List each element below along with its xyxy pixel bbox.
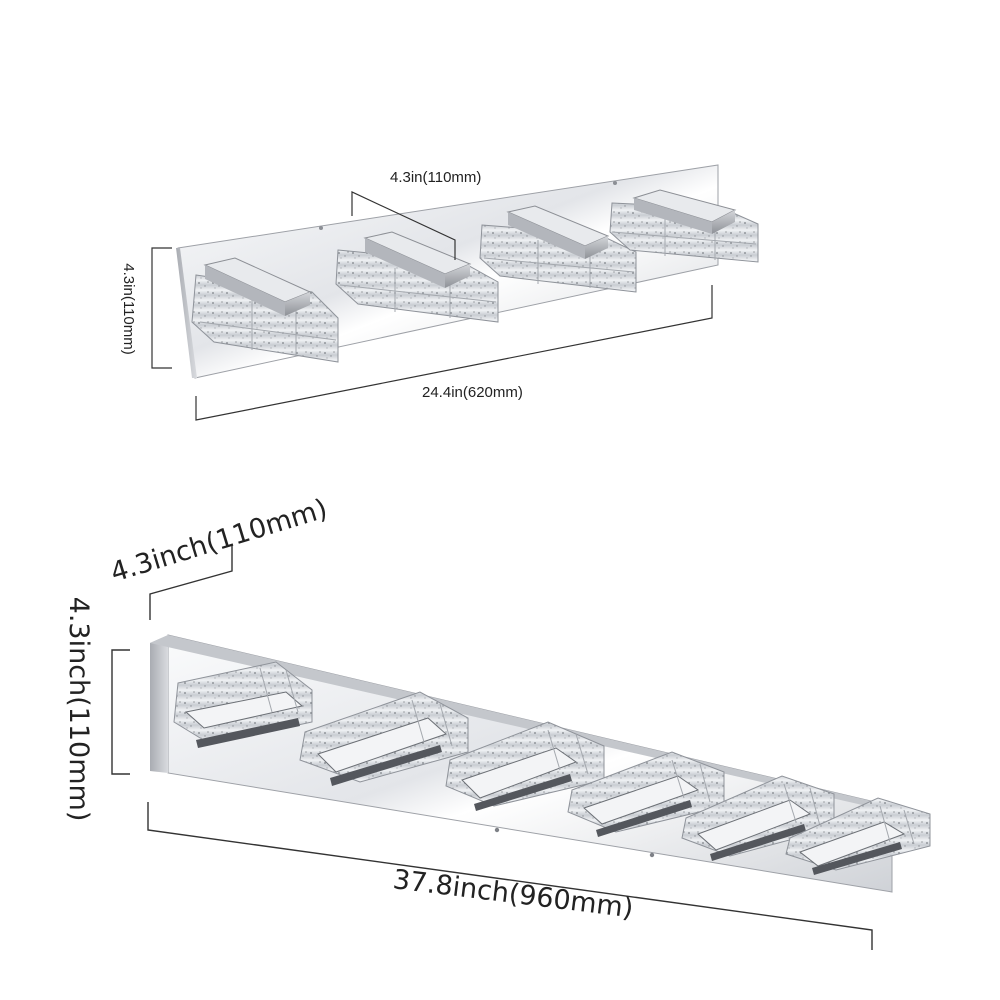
bottom-light-1 — [173, 661, 313, 748]
bottom-dimension-lines — [111, 545, 873, 950]
top-light-3 — [479, 205, 637, 293]
top-height-label: 4.3in(110mm) — [120, 263, 137, 354]
top-backplate-edge — [176, 248, 197, 378]
bottom-width-label: 37.8inch(960mm) — [391, 864, 635, 924]
bottom-light-6 — [785, 797, 931, 875]
top-screw-icon — [613, 181, 617, 185]
bottom-light-3 — [445, 721, 605, 811]
bottom-fixture: 4.3inch(110mm) 4.3inch(110mm) 37.8inch(9… — [63, 493, 931, 950]
top-dimension-lines — [151, 191, 713, 421]
top-light-1 — [191, 257, 339, 363]
bottom-light-4 — [567, 751, 725, 837]
bottom-screw-icon — [649, 852, 655, 858]
bottom-light-2 — [299, 691, 469, 786]
top-screw-icon — [319, 226, 323, 230]
top-light-4 — [609, 189, 759, 263]
top-light-2 — [335, 231, 499, 323]
top-fixture: 4.3in(110mm) 4.3in(110mm) 24.4in(620mm) — [120, 164, 759, 421]
top-depth-label: 4.3in(110mm) — [390, 169, 481, 186]
bottom-backplate-edge — [150, 635, 168, 773]
top-width-label: 24.4in(620mm) — [422, 384, 523, 401]
bottom-height-label: 4.3inch(110mm) — [63, 597, 94, 822]
bottom-screw-icon — [494, 827, 500, 833]
